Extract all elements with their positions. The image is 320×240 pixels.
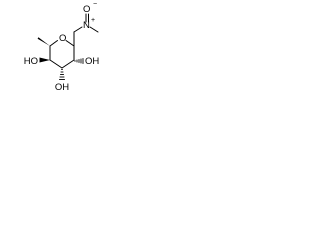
charge-minus-label: −: [93, 1, 97, 8]
atom-label-oh-4: OH: [85, 56, 99, 67]
atom-label-oh-3: OH: [55, 82, 69, 93]
atom-label-nitro-nitrogen: N: [83, 20, 90, 31]
hashed-bond-oh-3: [59, 69, 65, 80]
chemical-structure: O N + O − OH OH HO: [24, 1, 100, 93]
charge-plus-label: +: [91, 17, 95, 24]
atom-label-ring-oxygen: O: [59, 33, 66, 44]
bond-c1-o-ring: [49, 40, 58, 47]
atom-label-nitro-oxygen-top: O: [83, 4, 90, 15]
wedge-bond-methyl: [37, 37, 50, 46]
bond-c4-c3: [61, 59, 75, 69]
bond-ch2-n: [73, 26, 83, 33]
bond-n-o-minus: [89, 26, 99, 33]
bond-o-ring-c5: [65, 40, 75, 47]
atom-label-ho-2: HO: [24, 56, 38, 67]
bond-c3-c2: [49, 59, 63, 69]
hashed-bond-oh-4: [74, 58, 84, 64]
wedge-bond-ho-2: [39, 57, 50, 63]
